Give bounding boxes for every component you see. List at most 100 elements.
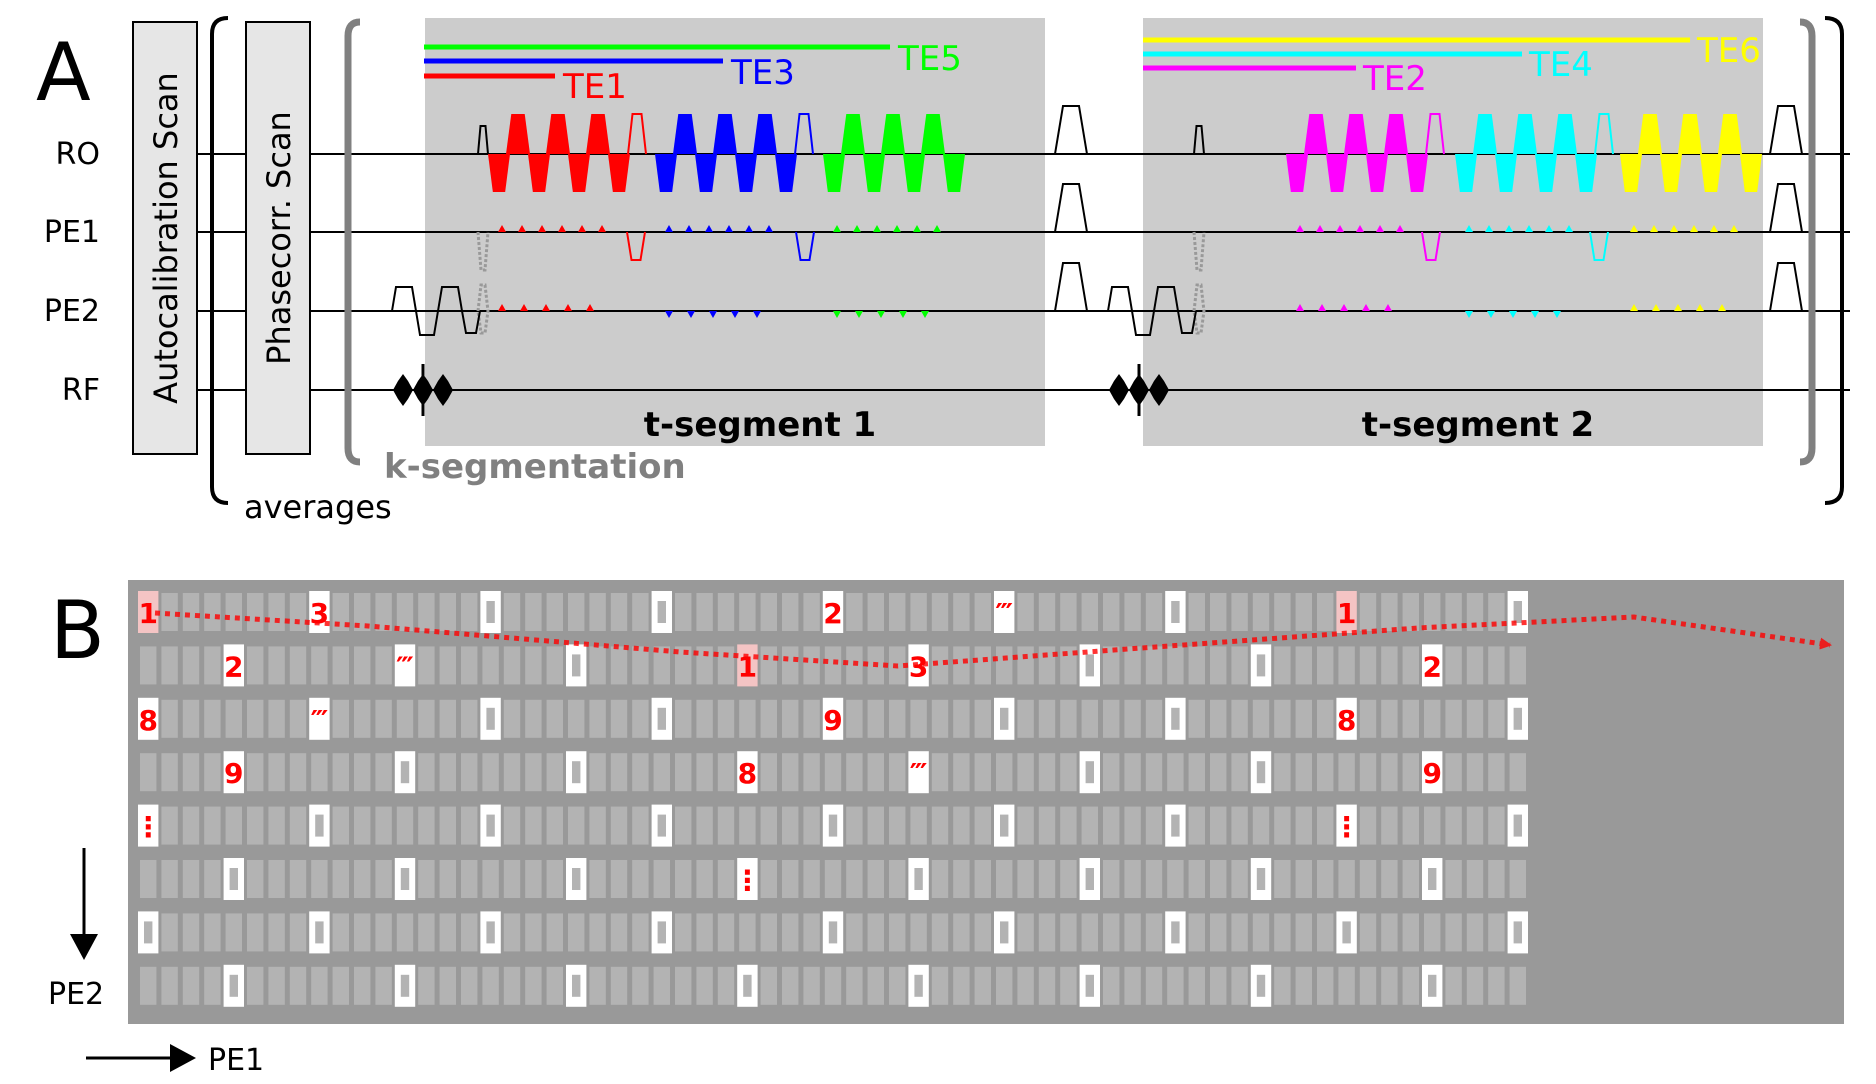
kspace-cell [1466,966,1484,1005]
kspace-cell [1317,593,1334,631]
sampled-point [400,761,410,784]
phase-blip [1465,225,1473,232]
phase-blip [578,225,586,232]
kspace-cell [867,860,884,898]
kspace-cell [354,860,371,898]
kspace-cell [396,699,414,738]
phase-blip [1485,225,1493,232]
kspace-cell [247,966,264,1005]
kspace-cell [268,966,285,1005]
readout-lobe-negative [568,154,590,192]
sampled-point [828,921,838,944]
kspace-cell [1124,753,1141,792]
kspace-cell [1402,593,1419,631]
phase-blip [1384,304,1392,311]
phase-blip [731,311,739,318]
kspace-cell [996,860,1013,898]
kspace-cell [546,699,563,738]
kspace-cell [1274,966,1291,1005]
kspace-cell [782,699,799,738]
kspace-cell [482,753,499,792]
kspace-cell [1466,753,1484,792]
kspace-cell [1231,806,1248,845]
kspace-cell [354,806,371,845]
kspace-cell [311,753,328,792]
kspace-cell [953,860,970,898]
phase-blip [877,311,885,318]
kspace-cell [1488,860,1505,898]
kspace-cell [332,860,349,898]
kspace-cell [1081,699,1098,738]
kspace-cell [675,806,692,845]
kspace-cell [696,593,713,631]
t-segment-1-label: t-segment 1 [644,405,876,445]
sampled-point [1256,868,1266,890]
phase-blip [921,311,929,318]
kspace-cell [289,699,307,738]
kspace-cell [782,593,799,631]
phase-blip [538,225,546,232]
sampled-point-marker [994,591,1015,633]
kspace-cell [247,593,264,631]
autocalibration-label: Autocalibration Scan [147,72,185,404]
kspace-cell [1402,699,1419,738]
kspace-cell [1466,913,1484,952]
kspace-cell [418,593,435,631]
sampled-point [1256,974,1266,997]
pe2-axis-label: PE2 [48,977,104,1012]
sample-order-label: 8 [738,757,757,790]
kspace-cell [354,966,371,1005]
kspace-cell [1445,753,1462,792]
kspace-cell [1124,699,1141,738]
phase-blip [833,225,841,232]
kspace-cell [1445,806,1462,845]
sampled-point [229,974,238,997]
kspace-cell [461,806,478,845]
kspace-cell [332,699,349,738]
kspace-cell [418,913,435,952]
kspace-cell [546,913,563,952]
kspace-cell [375,753,392,792]
sample-order-label: 1 [738,650,757,683]
kspace-cell [824,966,842,1005]
kspace-cell [782,806,799,845]
kspace-cell [589,806,606,845]
kspace-cell [846,860,863,898]
kspace-cell [867,806,884,845]
kspace-cell [482,860,499,898]
kspace-cell [182,646,200,685]
kspace-cell [418,753,435,792]
kspace-cell [1445,646,1462,685]
phase-blip [1509,311,1517,318]
kspace-cell [525,806,542,845]
kspace-cell [1317,966,1334,1005]
averages-bracket-left [210,16,229,505]
kspace-cell [610,860,628,898]
kspace-cell [1295,646,1312,685]
kspace-cell [204,699,221,738]
kspace-cell [1038,913,1056,952]
kspace-cell [1231,913,1248,952]
kspace-cell [1188,593,1205,631]
kspace-cell [782,646,799,685]
kspace-cell [268,753,285,792]
sampled-point [1085,868,1094,890]
kspace-cell [1038,593,1056,631]
kspace-cell [439,753,456,792]
sampled-point [486,921,495,944]
phase-blip [1545,225,1553,232]
kspace-cell [1060,593,1077,631]
gradient-pulse-outline [1054,183,1088,233]
kspace-cell [589,966,606,1005]
kspace-cell [289,913,307,952]
kspace-cell [161,913,178,952]
kspace-cell [1466,806,1484,845]
phase-blip [899,311,907,318]
sample-order-label: ⋮ [134,811,162,844]
kspace-cell [1274,699,1291,738]
sampled-point [144,921,153,944]
phase-blip [498,225,506,232]
kspace-cell [1188,860,1205,898]
readout-lobe-negative [1326,154,1348,192]
